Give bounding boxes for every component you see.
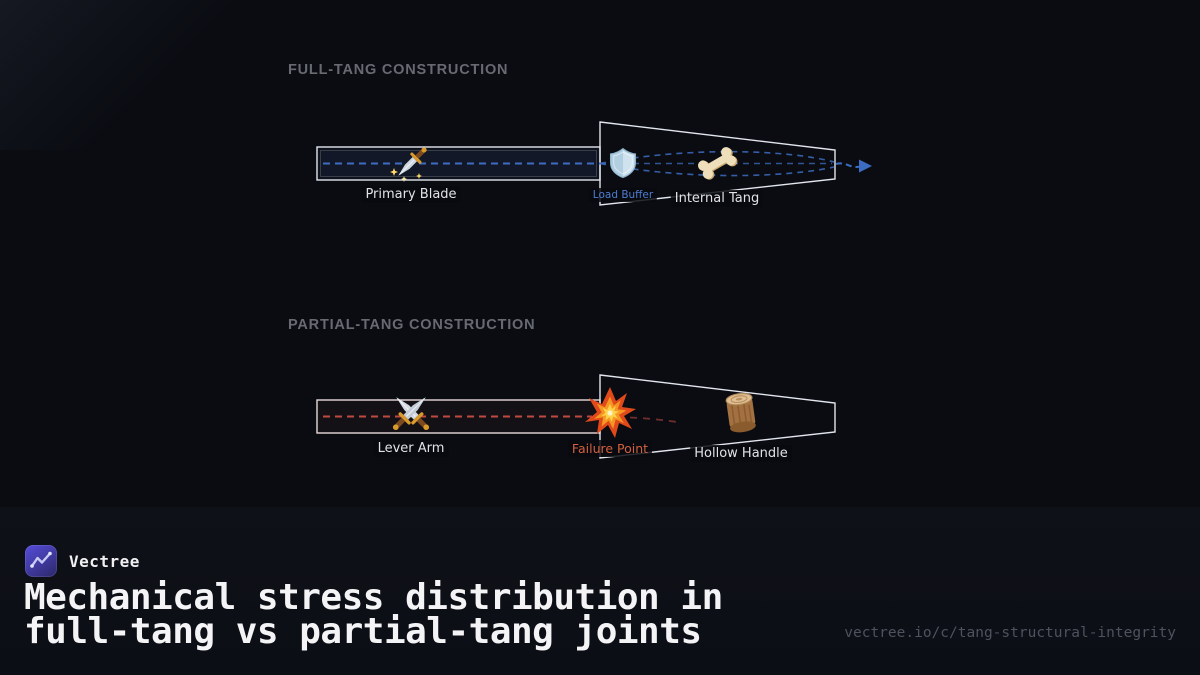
section-heading-full-tang: FULL-TANG CONSTRUCTION [288,62,509,78]
sparkles-icon [390,168,422,182]
vectree-logo [25,545,57,577]
stress-exit-tail [835,162,862,168]
label-lever-arm: Lever Arm [373,440,449,457]
collision-icon [585,387,636,438]
label-internal-tang: Internal Tang [670,190,764,207]
partial-tang-diagram [316,374,836,459]
card-url: vectree.io/c/tang-structural-integrity [844,625,1176,641]
label-hollow-handle: Hollow Handle [690,445,792,462]
card-title: Mechanical stress distribution in full-t… [24,577,723,652]
card-title-line-2: full-tang vs partial-tang joints [24,610,702,652]
stress-dissipate-tail [629,416,682,424]
crossed-swords-icon [392,397,430,431]
brand-name: Vectree [69,551,140,571]
shield-icon [609,147,637,179]
brand-row: Vectree [25,545,140,577]
card-title-line-1: Mechanical stress distribution in [24,577,723,618]
label-load-buffer: Load Buffer [588,188,658,202]
vectree-logo-glyph [30,551,52,568]
dagger-icon [390,147,427,182]
stress-arrow-icon [859,159,872,173]
wood-log-icon [725,392,756,433]
footer-band [0,507,1200,675]
label-primary-blade: Primary Blade [361,186,461,203]
bone-icon [697,147,738,180]
label-failure-point: Failure Point [567,440,653,457]
section-heading-partial-tang: PARTIAL-TANG CONSTRUCTION [288,317,536,333]
handle-outline-full [599,121,836,206]
full-tang-diagram [316,121,872,206]
